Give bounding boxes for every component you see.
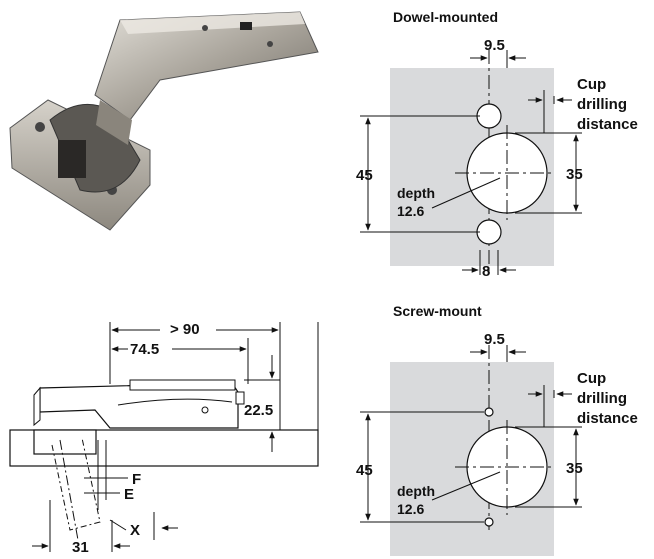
label-x: X <box>130 522 140 539</box>
screw-cup-label-3: distance <box>577 410 638 427</box>
screw-title: Screw-mount <box>393 303 482 319</box>
dim-22-5: 22.5 <box>244 402 273 419</box>
dowel-hole-top <box>476 103 502 129</box>
screw-hole-top <box>484 407 494 417</box>
dowel-mounted-diagram: Dowel-mounted 9.5 45 35 Cup drilling dis… <box>356 9 638 280</box>
dowel-cup-label-1: Cup <box>577 76 606 93</box>
label-e: E <box>124 486 134 503</box>
screw-dim-top: 9.5 <box>484 331 505 348</box>
dowel-depth-label: depth <box>397 185 435 201</box>
screw-depth-label: depth <box>397 483 435 499</box>
dowel-dim-top: 9.5 <box>484 37 505 54</box>
dowel-dim-height: 45 <box>356 167 373 184</box>
dowel-dim-cup: 35 <box>566 166 583 183</box>
dowel-cup-label-2: drilling <box>577 96 627 113</box>
screw-cup-label-2: drilling <box>577 390 627 407</box>
dowel-dim-bottom: 8 <box>482 263 490 280</box>
dowel-title: Dowel-mounted <box>393 9 498 25</box>
hinge-photo <box>9 11 319 231</box>
screw-dim-cup: 35 <box>566 460 583 477</box>
dowel-depth-value: 12.6 <box>397 203 424 219</box>
screw-dim-height: 45 <box>356 462 373 479</box>
dowel-hole-bottom <box>476 219 502 245</box>
screw-depth-value: 12.6 <box>397 501 424 517</box>
dim-31: 31 <box>72 539 89 556</box>
dim-90: > 90 <box>170 321 200 338</box>
screw-hole-bottom <box>484 517 494 527</box>
screw-cup-label-1: Cup <box>577 370 606 387</box>
dowel-cup-label-3: distance <box>577 116 638 133</box>
dim-74-5: 74.5 <box>130 341 159 358</box>
screw-mount-diagram: Screw-mount 9.5 45 35 Cup drilling dista… <box>356 303 638 556</box>
side-view-diagram: > 90 74.5 22.5 F E X 31 <box>9 320 319 556</box>
label-f: F <box>132 471 141 488</box>
